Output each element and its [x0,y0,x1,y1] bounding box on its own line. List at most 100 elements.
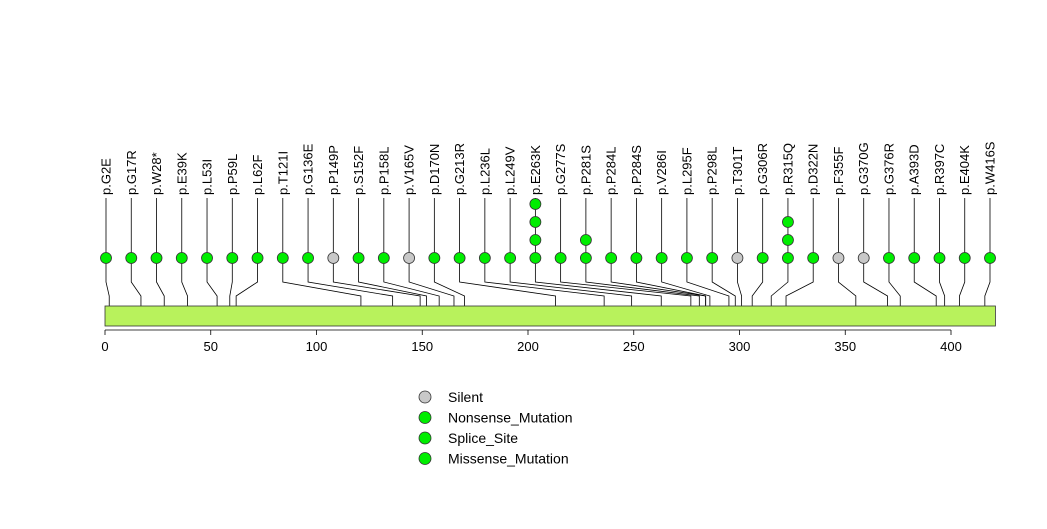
stem [751,198,764,306]
mutation-dot [782,216,794,228]
mutation-dot [302,252,314,264]
stem [181,198,188,306]
mutation-label: p.G277S [553,143,568,195]
stem [130,198,142,306]
stem [686,198,730,306]
mutation-dot [807,252,820,264]
legend-label: Silent [448,389,483,405]
mutation-dot [150,252,163,264]
mutation-dot [958,252,971,264]
stem [888,198,901,306]
mutation-dot [428,252,441,264]
stem [383,198,440,306]
mutation-dot [453,252,466,264]
mutation-label: p.D322N [806,144,821,195]
stem [711,198,736,306]
legend-marker [418,411,432,424]
stem [984,198,991,306]
mutation-dot [681,252,693,264]
stem [661,198,711,306]
mutation-label: p.G2E [99,158,114,195]
mutation-dot [276,252,289,264]
mutation-dot [832,252,845,264]
stem [959,198,966,306]
legend-marker [418,431,432,445]
mutation-label: p.R397C [932,144,947,195]
x-tick-label: 100 [306,339,328,354]
stem [484,198,605,306]
x-tick-label: 400 [940,339,962,354]
mutation-dot [201,252,213,264]
x-tick-label: 250 [623,339,645,354]
mutation-label: p.L295F [679,147,694,195]
mutation-label: p.P284L [604,147,619,195]
stem [235,198,258,306]
stem [307,198,394,306]
legend-marker [418,452,432,465]
mutation-dot [529,234,542,246]
mutation-label: p.P281S [578,145,593,195]
mutation-label: p.P149P [326,145,341,195]
x-tick-label: 0 [101,339,108,354]
mutation-label: p.E263K [528,145,543,195]
mutation-dot [352,252,365,264]
mutation-label: p.E39K [174,152,189,195]
legend-marker [418,390,432,404]
mutation-dot [529,216,542,228]
mutation-dot [908,252,921,264]
mutation-label: p.R315Q [780,143,795,195]
stem [156,198,165,306]
mutation-dot [377,252,390,264]
mutation-label: p.S152F [351,146,366,195]
mutation-label: p.L62F [250,154,265,195]
mutation-dot [554,252,567,264]
mutation-dot [782,234,794,246]
mutation-label: p.G213R [452,143,467,195]
mutation-dot [125,252,138,264]
legend-label: Missense_Mutation [448,451,569,467]
x-tick-label: 350 [834,339,856,354]
mutation-dot [655,252,668,264]
mutation-label: p.W28* [149,152,164,195]
mutation-dot [630,252,643,264]
mutation-label: p.L236L [477,148,492,195]
stem [229,198,233,306]
mutation-dot [605,252,618,264]
stem [433,198,465,306]
x-tick-label: 150 [411,339,433,354]
mutation-label: p.P158L [376,147,391,195]
mutation-dot [529,252,542,264]
mutation-dot [226,252,239,264]
mutation-label: p.V286I [654,150,669,195]
legend-label: Splice_Site [448,430,518,446]
mutation-dot [478,252,491,264]
stem [560,198,692,306]
mutation-dot [579,252,592,264]
mutation-label: p.P298L [705,147,720,195]
mutation-label: p.G17R [124,150,139,195]
mutation-label: p.G306R [755,143,770,195]
mutation-label: p.G136E [301,143,316,195]
stem [636,198,707,306]
mutation-label: p.L249V [503,146,518,195]
mutation-dot [857,252,870,264]
mutation-label: p.T121I [275,151,290,195]
stem [863,198,888,306]
mutation-label: p.F355F [831,147,846,195]
stem [939,198,946,306]
stem [610,198,707,306]
mutation-label: p.P59L [225,154,240,195]
stem [282,198,362,306]
mutation-label: p.A393D [907,144,922,195]
mutation-dot [251,252,264,264]
mutation-label: p.L53I [200,159,215,195]
stem [105,198,110,306]
mutation-dot [731,252,744,264]
stem [737,198,743,306]
mutation-dot [529,198,542,210]
legend-label: Nonsense_Mutation [448,410,573,426]
mutation-dot [504,252,517,264]
mutation-dot [403,252,415,264]
stem [408,198,455,306]
mutation-label: p.T301T [730,147,745,195]
